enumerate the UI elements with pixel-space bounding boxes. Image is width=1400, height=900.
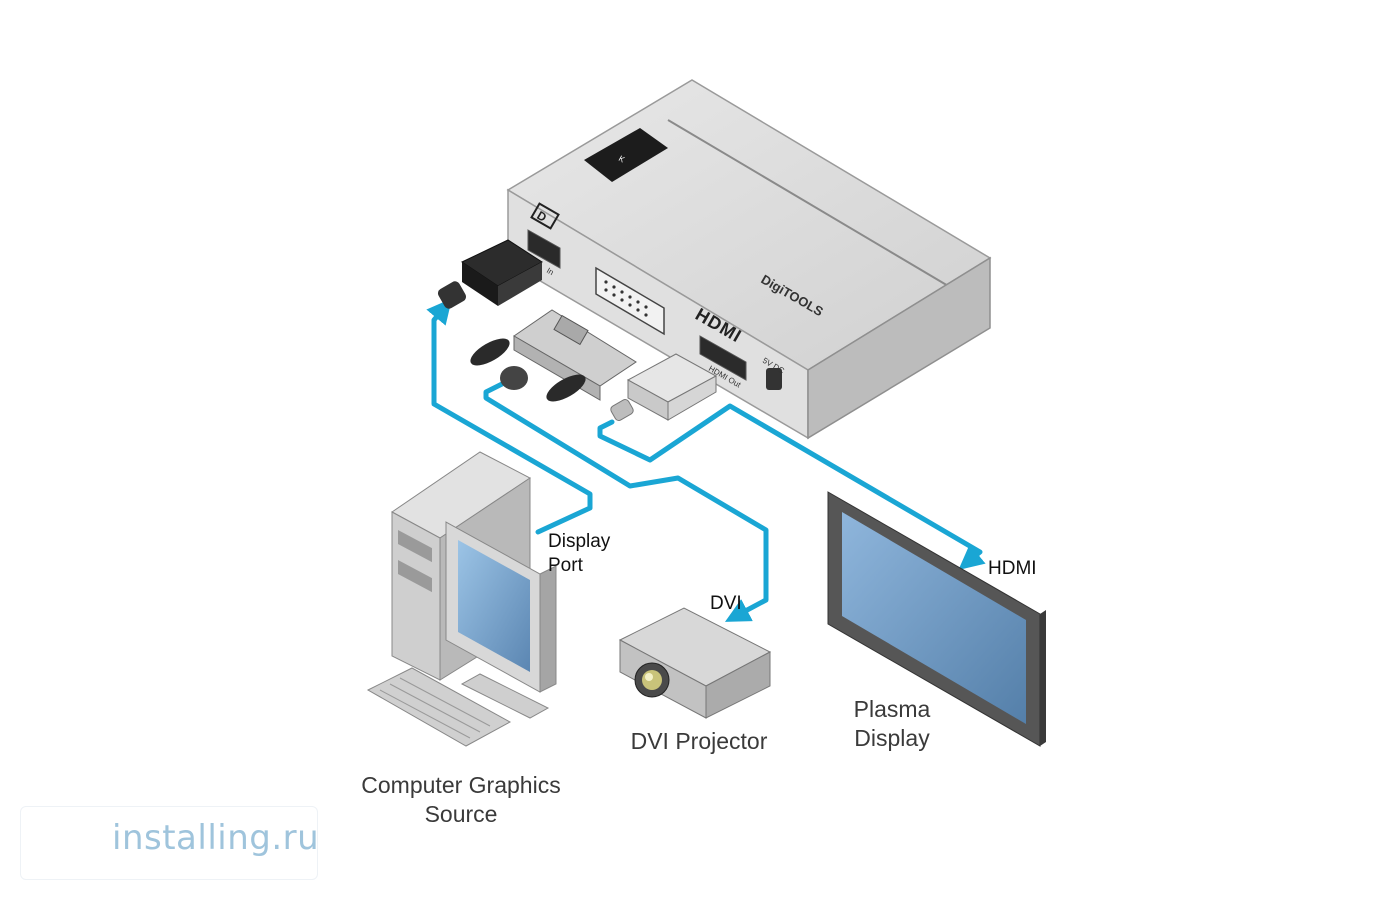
plasma-label-line2: Display [854, 725, 930, 751]
computer-label-line2: Source [424, 801, 498, 827]
pc-monitor-screen [458, 540, 530, 672]
device-side [807, 256, 991, 440]
hdmi-cable-label: HDMI [988, 558, 1037, 579]
dvi-port [595, 266, 665, 336]
dvi-cable [483, 381, 769, 622]
dvi-projector [618, 607, 772, 719]
hdmi-cable [597, 403, 986, 571]
displayport-in-port [527, 229, 561, 269]
cables [426, 298, 986, 622]
hdmi-plug [610, 353, 718, 421]
watermark-text[interactable]: installing.ru [112, 818, 320, 858]
displayport-cable [426, 298, 593, 535]
svg-text:K: K [617, 154, 627, 165]
plasma-screen [842, 512, 1026, 724]
computer-graphics-source [366, 451, 557, 747]
watermark-box [20, 806, 318, 880]
plasma-label-line1: Plasma [853, 696, 931, 722]
hdmi-out-port [699, 335, 747, 381]
kramer-logo: K [584, 128, 668, 182]
plasma-display [827, 491, 1046, 747]
port-in-label: In [545, 266, 555, 277]
projector-label: DVI Projector [630, 728, 768, 754]
plasma-label: Plasma Display [830, 695, 954, 753]
dc-power-jack [766, 368, 782, 390]
pc-keyboard [366, 667, 512, 747]
computer-label: Computer Graphics Source [330, 771, 592, 829]
displayport-cable-label: Display Port [548, 530, 610, 578]
dvi-plug [470, 309, 637, 402]
displayport-label-line1: Display [548, 531, 611, 552]
displayport-plug [437, 239, 543, 309]
computer-label-line1: Computer Graphics [361, 772, 561, 798]
dvi-cable-label: DVI [710, 593, 742, 614]
converter-device: K DigiTOOLS D In HDMI HDMI Out 5V DC [506, 79, 992, 440]
displayport-label-line2: Port [548, 555, 583, 576]
